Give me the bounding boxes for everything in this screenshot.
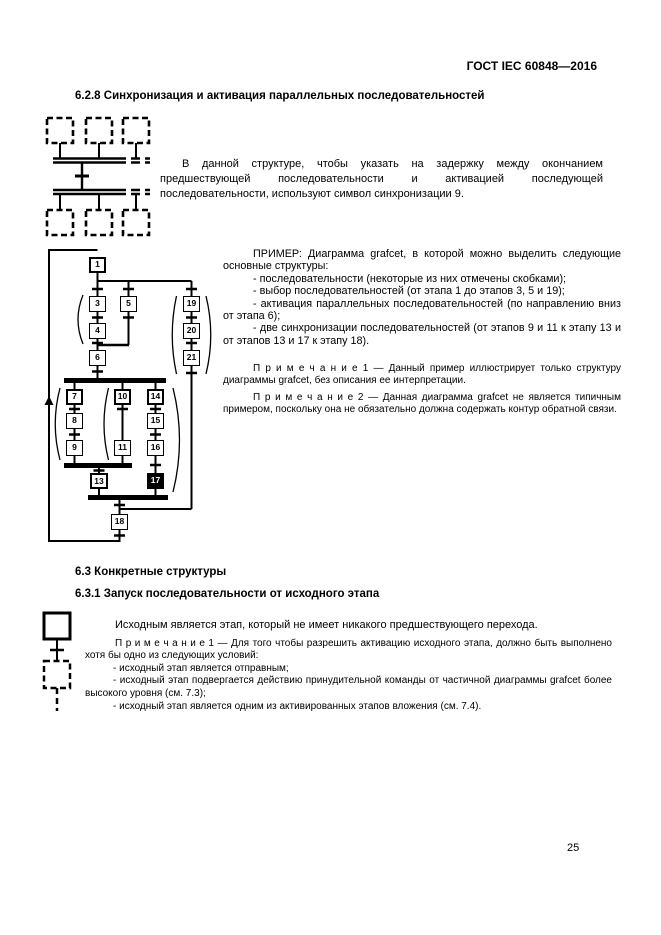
grafcet-diagram-art <box>44 249 212 542</box>
section-heading-6-3: 6.3 Конкретные структуры <box>75 566 227 578</box>
step-14: 14 <box>147 389 164 405</box>
step-21: 21 <box>183 350 200 366</box>
sequence-brackets <box>54 294 212 493</box>
step-19: 19 <box>183 296 200 312</box>
feedback-loop-line <box>48 249 121 542</box>
example-item-1: - последовательности (некоторые из них о… <box>253 272 567 285</box>
step-1: 1 <box>89 257 106 273</box>
step-5: 5 <box>120 296 137 312</box>
example-item-4: - две синхронизации последовательностей … <box>223 322 621 347</box>
note-condition-2: - исходный этап подвергается действию пр… <box>85 675 612 699</box>
initial-step-diagram <box>42 611 74 713</box>
sync-connectors <box>59 143 137 210</box>
example-note-2-block: П р и м е ч а н и е 2 — Данная диаграмма… <box>223 392 621 417</box>
step-9: 9 <box>66 440 83 456</box>
step-18: 18 <box>111 514 128 530</box>
example-note-2: П р и м е ч а н и е 2 — Данная диаграмма… <box>223 392 621 416</box>
transition-ticks <box>69 287 197 537</box>
step-8: 8 <box>66 413 83 429</box>
section-heading-6-3-1: 6.3.1 Запуск последовательности от исход… <box>75 588 380 600</box>
initial-step-text-block: Исходным является этап, который не имеет… <box>85 619 612 713</box>
step-13: 13 <box>90 473 108 489</box>
example-note-1-block: П р и м е ч а н и е 1 — Данный пример ил… <box>223 363 621 388</box>
grafcet-example-diagram: 1 3 5 19 4 20 6 21 7 10 14 8 15 9 11 16 … <box>10 247 225 549</box>
sync-description-paragraph: В данной структуре, чтобы указать на зад… <box>160 158 603 200</box>
page-number: 25 <box>567 842 580 854</box>
example-intro: ПРИМЕР: Диаграмма grafcet, в которой мож… <box>223 248 621 273</box>
step-3: 3 <box>89 296 106 312</box>
example-note-1: П р и м е ч а н и е 1 — Данный пример ил… <box>223 363 621 387</box>
initial-step-diagram-art <box>42 611 72 711</box>
note-condition-3: - исходный этап является одним из активи… <box>113 700 482 712</box>
parallel-sync-bars <box>64 378 168 500</box>
standard-number: ГОСТ IEC 60848—2016 <box>466 59 597 73</box>
step-15: 15 <box>147 413 164 429</box>
example-block: ПРИМЕР: Диаграмма grafcet, в которой мож… <box>223 248 621 347</box>
section-heading-6-2-8: 6.2.8 Синхронизация и активация параллел… <box>75 90 485 102</box>
example-item-2: - выбор последовательностей (от этапа 1 … <box>253 285 565 298</box>
initial-step-box <box>42 611 72 641</box>
step-7: 7 <box>66 389 83 405</box>
step-20: 20 <box>183 323 200 339</box>
sync-delay-diagram <box>44 114 159 239</box>
step-11: 11 <box>114 440 131 456</box>
example-item-3: - активация параллельных последовательно… <box>223 297 621 323</box>
initial-step-paragraph: Исходным является этап, который не имеет… <box>115 619 538 631</box>
sync-bars <box>53 157 150 196</box>
step-10: 10 <box>114 389 131 405</box>
step-4: 4 <box>89 323 106 339</box>
step-6: 6 <box>89 350 106 366</box>
step-17: 17 <box>147 473 164 489</box>
note-condition-1: - исходный этап является отправным; <box>113 662 289 674</box>
dashed-step-box <box>42 659 72 690</box>
feedback-arrow-up-icon <box>44 396 54 405</box>
dashed-step-boxes <box>45 116 151 237</box>
sync-delay-diagram-art <box>45 116 151 237</box>
step-16: 16 <box>147 440 164 456</box>
initial-step-note-intro: П р и м е ч а н и е 1 — Для того чтобы р… <box>85 637 612 662</box>
